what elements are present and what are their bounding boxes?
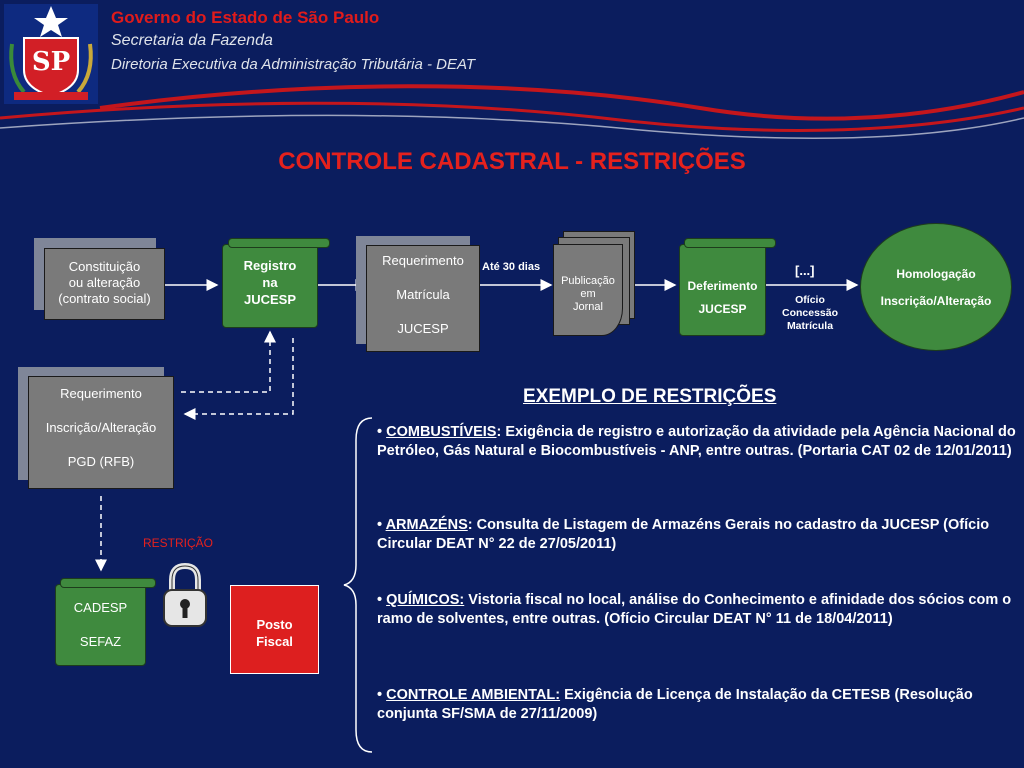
publicacao-line3: Jornal bbox=[573, 301, 603, 313]
requerimento-matricula-box: Requerimento Matrícula JUCESP bbox=[366, 245, 480, 352]
homologacao-line2: Inscrição/Alteração bbox=[880, 294, 992, 308]
header-diretoria: Diretoria Executiva da Administração Tri… bbox=[111, 56, 476, 73]
constituicao-line3: (contrato social) bbox=[58, 291, 151, 306]
deferimento-line1: Deferimento bbox=[687, 279, 758, 293]
cadesp-line1: CADESP bbox=[73, 600, 128, 615]
oficio-line1: Ofício bbox=[795, 294, 825, 306]
publicacao-line1: Publicação bbox=[561, 275, 615, 287]
item-text: : Exigência de registro e autorização da… bbox=[377, 424, 1016, 459]
header-gov-name: Governo do Estado de São Paulo bbox=[111, 8, 380, 27]
ate-30-dias-label: Até 30 dias bbox=[482, 261, 541, 273]
item-text: : Consulta de Listagem de Armazéns Gerai… bbox=[377, 517, 990, 552]
restricao-item-quimicos: • QUÍMICOS: Vistoria fiscal no local, an… bbox=[377, 592, 1012, 627]
deferimento-line2: JUCESP bbox=[698, 302, 747, 316]
cadesp-scroll-roll bbox=[60, 578, 156, 588]
publicacao-jornal-doc: Publicação em Jornal bbox=[553, 244, 623, 336]
padlock-icon bbox=[160, 560, 210, 630]
header-swoosh bbox=[0, 84, 1024, 139]
restricao-item-combustiveis: • COMBUSTÍVEIS: Exigência de registro e … bbox=[377, 424, 1016, 459]
page-title: CONTROLE CADASTRAL - RESTRIÇÕES bbox=[278, 148, 746, 175]
publicacao-line2: em bbox=[580, 288, 596, 300]
req-inscricao-line2: Inscrição/Alteração bbox=[45, 420, 157, 435]
deferimento-scroll-roll bbox=[684, 238, 776, 248]
deferimento-jucesp-scroll: Deferimento JUCESP bbox=[679, 244, 766, 336]
header-secretaria: Secretaria da Fazenda bbox=[111, 32, 273, 49]
req-matricula-line2: Matrícula bbox=[396, 287, 450, 302]
registro-line1: Registro bbox=[243, 258, 297, 273]
req-matricula-line3: JUCESP bbox=[397, 321, 449, 336]
item-text: Exigência de Licença de Instalação da CE… bbox=[377, 687, 973, 722]
item-key: CONTROLE AMBIENTAL: bbox=[386, 687, 561, 703]
item-text: Vistoria fiscal no local, análise do Con… bbox=[377, 592, 1012, 627]
item-key: QUÍMICOS: bbox=[386, 592, 465, 608]
oficio-line2: Concessão bbox=[781, 307, 839, 319]
item-key: ARMAZÉNS bbox=[385, 517, 468, 533]
req-matricula-line1: Requerimento bbox=[382, 253, 464, 268]
posto-fiscal-box: Posto Fiscal bbox=[230, 585, 319, 674]
registro-scroll-roll bbox=[228, 238, 330, 248]
oficio-concessao-label: Ofício Concessão Matrícula bbox=[772, 294, 848, 333]
cadesp-line2: SEFAZ bbox=[79, 634, 122, 649]
requerimento-inscricao-box: Requerimento Inscrição/Alteração PGD (RF… bbox=[28, 376, 174, 489]
req-inscricao-line1: Requerimento bbox=[60, 386, 142, 401]
restricao-item-armazens: • ARMAZÉNS: Consulta de Listagem de Arma… bbox=[377, 517, 990, 552]
item-key: COMBUSTÍVEIS bbox=[386, 424, 497, 440]
exemplo-restricoes-heading: EXEMPLO DE RESTRIÇÕES bbox=[523, 386, 777, 407]
logo-text: SP bbox=[32, 47, 70, 77]
req-inscricao-line3: PGD (RFB) bbox=[67, 454, 135, 469]
constituicao-line1: Constituição bbox=[68, 259, 141, 274]
homologacao-line1: Homologação bbox=[896, 267, 976, 281]
registro-line2: na bbox=[262, 275, 278, 290]
registro-line3: JUCESP bbox=[243, 292, 297, 307]
constituicao-box: Constituição ou alteração (contrato soci… bbox=[44, 248, 165, 320]
restricao-label: RESTRIÇÃO bbox=[143, 536, 214, 550]
registro-jucesp-scroll: Registro na JUCESP bbox=[222, 244, 318, 328]
sao-paulo-coat-of-arms-logo: SP bbox=[4, 4, 98, 104]
constituicao-line2: ou alteração bbox=[68, 275, 141, 290]
cadesp-sefaz-scroll: CADESP SEFAZ bbox=[55, 584, 146, 666]
posto-line2: Fiscal bbox=[256, 634, 293, 649]
posto-line1: Posto bbox=[256, 617, 293, 632]
ellipsis-label: [...] bbox=[795, 263, 815, 278]
homologacao-ellipse: Homologação Inscrição/Alteração bbox=[860, 223, 1012, 351]
restricao-item-controle-ambiental: • CONTROLE AMBIENTAL: Exigência de Licen… bbox=[377, 687, 973, 722]
oficio-line3: Matrícula bbox=[786, 320, 834, 332]
